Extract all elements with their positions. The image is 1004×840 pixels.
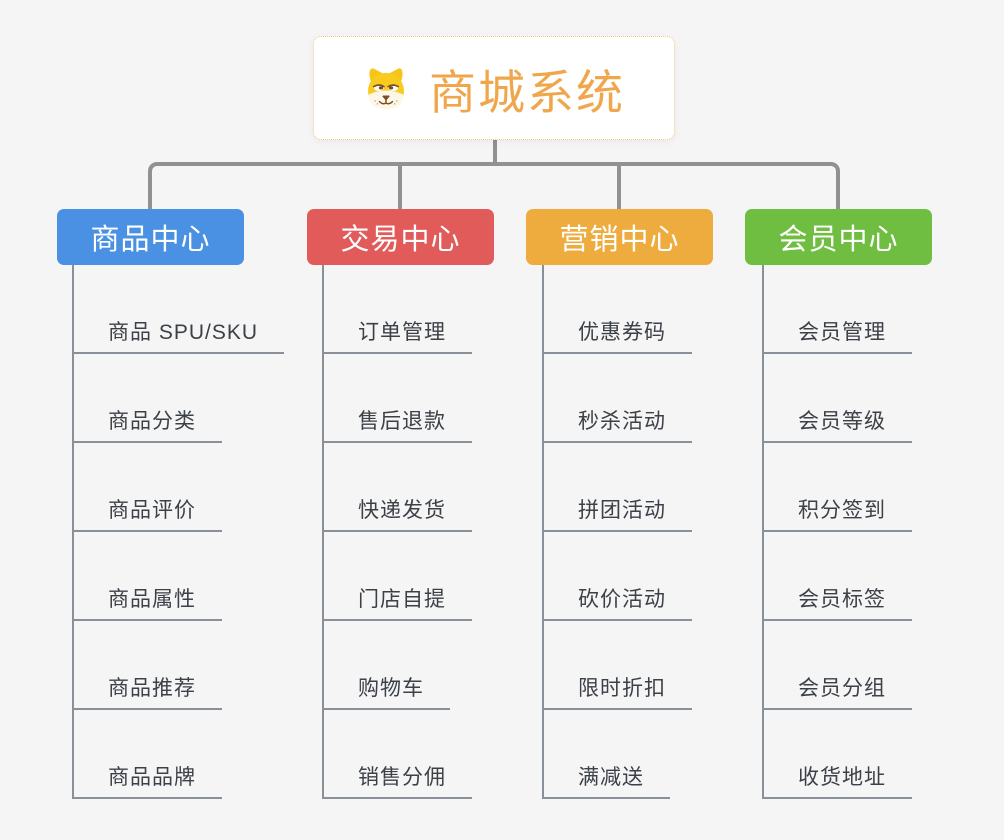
doge-icon	[368, 68, 404, 109]
child-topic[interactable]: 商品 SPU/SKU	[74, 265, 285, 354]
child-topic[interactable]: 商品分类	[74, 354, 284, 443]
child-topic-label: 砍价活动	[544, 583, 692, 621]
root-node[interactable]: 商城系统	[313, 36, 675, 140]
child-topic[interactable]: 秒杀活动	[544, 354, 692, 443]
child-topic-label: 商品品牌	[74, 761, 222, 799]
child-topic[interactable]: 售后退款	[324, 354, 472, 443]
child-topic-label: 秒杀活动	[544, 405, 692, 443]
child-topic-label: 拼团活动	[544, 494, 692, 532]
branch-node-member-center[interactable]: 会员中心	[745, 209, 932, 265]
child-topic-label: 会员等级	[764, 405, 912, 443]
child-topic-label: 会员管理	[764, 316, 912, 354]
child-topic[interactable]: 积分签到	[764, 443, 912, 532]
child-topic[interactable]: 满减送	[544, 710, 692, 799]
child-topic[interactable]: 商品品牌	[74, 710, 284, 799]
child-topic[interactable]: 收货地址	[764, 710, 912, 799]
branch-node-marketing-center[interactable]: 营销中心	[526, 209, 713, 265]
child-topic[interactable]: 会员等级	[764, 354, 912, 443]
branch-node-product-center[interactable]: 商品中心	[57, 209, 244, 265]
child-topic-label: 积分签到	[764, 494, 912, 532]
branch-children-member: 会员管理 会员等级 积分签到 会员标签 会员分组 收货地址	[762, 265, 912, 799]
child-topic-label: 限时折扣	[544, 672, 692, 710]
child-topic[interactable]: 商品属性	[74, 532, 284, 621]
child-topic-label: 商品属性	[74, 583, 222, 621]
root-title: 商城系统	[429, 65, 625, 119]
child-topic[interactable]: 快递发货	[324, 443, 472, 532]
child-topic-label: 商品评价	[74, 494, 222, 532]
child-topic[interactable]: 订单管理	[324, 265, 472, 354]
child-topic-label: 商品 SPU/SKU	[74, 316, 285, 354]
branch-node-trade-center[interactable]: 交易中心	[307, 209, 494, 265]
root-connector-line	[493, 139, 497, 166]
child-topic-label: 优惠券码	[544, 316, 692, 354]
child-topic-label: 门店自提	[324, 583, 472, 621]
child-topic[interactable]: 门店自提	[324, 532, 472, 621]
branch-children-marketing: 优惠券码 秒杀活动 拼团活动 砍价活动 限时折扣 满减送	[542, 265, 692, 799]
child-topic-label: 售后退款	[324, 405, 472, 443]
child-topic[interactable]: 会员标签	[764, 532, 912, 621]
branch-drop-line	[398, 164, 402, 209]
branch-bus-connector	[148, 162, 840, 209]
child-topic-label: 收货地址	[764, 761, 912, 799]
child-topic[interactable]: 商品推荐	[74, 621, 284, 710]
child-topic-label: 商品分类	[74, 405, 222, 443]
child-topic-label: 会员标签	[764, 583, 912, 621]
child-topic[interactable]: 会员分组	[764, 621, 912, 710]
child-topic-label: 购物车	[324, 672, 450, 710]
child-topic-label: 满减送	[544, 761, 670, 799]
branch-drop-line	[617, 164, 621, 209]
child-topic[interactable]: 砍价活动	[544, 532, 692, 621]
branch-children-product: 商品 SPU/SKU 商品分类 商品评价 商品属性 商品推荐 商品品牌	[72, 265, 285, 799]
child-topic[interactable]: 优惠券码	[544, 265, 692, 354]
child-topic[interactable]: 拼团活动	[544, 443, 692, 532]
child-topic[interactable]: 限时折扣	[544, 621, 692, 710]
child-topic-label: 快递发货	[324, 494, 472, 532]
child-topic-label: 商品推荐	[74, 672, 222, 710]
child-topic[interactable]: 商品评价	[74, 443, 284, 532]
child-topic[interactable]: 购物车	[324, 621, 472, 710]
child-topic[interactable]: 销售分佣	[324, 710, 472, 799]
child-topic-label: 会员分组	[764, 672, 912, 710]
child-topic[interactable]: 会员管理	[764, 265, 912, 354]
branch-children-trade: 订单管理 售后退款 快递发货 门店自提 购物车 销售分佣	[322, 265, 472, 799]
child-topic-label: 销售分佣	[324, 761, 472, 799]
child-topic-label: 订单管理	[324, 316, 472, 354]
